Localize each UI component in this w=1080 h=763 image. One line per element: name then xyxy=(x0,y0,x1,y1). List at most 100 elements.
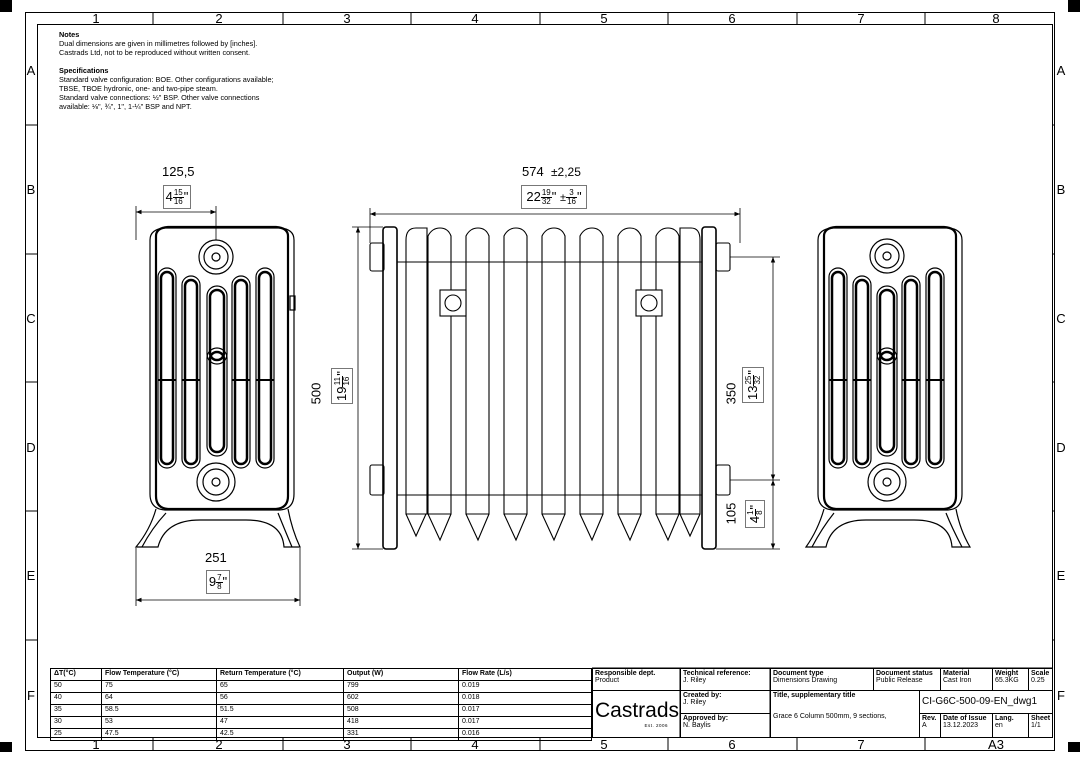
approved-by: Approved by:N. Baylis xyxy=(680,713,771,738)
table-header-row: ΔT(°C) Flow Temperature (°C) Return Temp… xyxy=(50,668,592,681)
floor-dimension-mm: 105 xyxy=(723,502,739,525)
end-view-right xyxy=(804,225,972,548)
table-cell: 75 xyxy=(101,680,217,693)
end-view-left xyxy=(134,225,301,548)
zone-row-right: D xyxy=(1056,440,1066,455)
table-cell: 65 xyxy=(216,680,344,693)
corner-mark xyxy=(0,742,12,752)
zone-row-right: F xyxy=(1057,688,1065,703)
technical-reference: Technical reference:J. Riley xyxy=(680,668,771,691)
zone-row-left: A xyxy=(26,63,36,78)
dimension-lines xyxy=(135,206,780,606)
front-view xyxy=(369,226,731,550)
table-cell: 50 xyxy=(50,680,102,693)
zone-row-left: B xyxy=(26,182,36,197)
table-cell: 35 xyxy=(50,704,102,717)
zone-col-bottom: 4 xyxy=(471,737,479,752)
notes-block: Notes Dual dimensions are given in milli… xyxy=(59,30,299,111)
table-header: Return Temperature (°C) xyxy=(216,668,344,681)
notes-title: Notes xyxy=(59,30,80,39)
table-cell: 47.5 xyxy=(101,728,217,741)
zone-row-right: B xyxy=(1056,182,1066,197)
table-cell: 51.5 xyxy=(216,704,344,717)
table-cell: 418 xyxy=(343,716,459,729)
responsible-dept: Responsible dept.Product xyxy=(592,668,681,691)
corner-mark xyxy=(1068,0,1080,12)
zone-col-top: 4 xyxy=(471,11,479,26)
notes-line: Castrads Ltd, not to be reproduced witho… xyxy=(59,48,251,57)
centres-dimension-mm: 350 xyxy=(723,382,739,405)
paper-size: A3 xyxy=(988,737,1004,752)
table-cell: 799 xyxy=(343,680,459,693)
zone-row-right: A xyxy=(1056,63,1066,78)
foot-dimension-mm: 251 xyxy=(205,550,227,565)
brand-established: Est. 2006 xyxy=(644,723,668,728)
table-cell: 602 xyxy=(343,692,459,705)
title-supplementary: Title, supplementary title Grace 6 Colum… xyxy=(770,690,920,738)
table-cell: 30 xyxy=(50,716,102,729)
language: Lang.en xyxy=(992,713,1029,738)
section-columns xyxy=(405,227,701,515)
zone-col-top: 3 xyxy=(343,11,351,26)
table-header: ΔT(°C) xyxy=(50,668,102,681)
zone-row-left: C xyxy=(26,311,36,326)
table-cell: 40 xyxy=(50,692,102,705)
spec-line: Standard valve configuration: BOE. Other… xyxy=(59,75,274,84)
table-cell: 47 xyxy=(216,716,344,729)
depth-dimension-mm: 125,5 xyxy=(162,164,195,179)
zone-row-left: D xyxy=(26,440,36,455)
table-cell: 25 xyxy=(50,728,102,741)
brand-logo: Castrads Est. 2006 xyxy=(592,690,681,738)
zone-row-right: C xyxy=(1056,311,1066,326)
zone-col-bottom: 7 xyxy=(857,737,865,752)
brand-name: Castrads xyxy=(595,699,680,722)
zone-col-top: 6 xyxy=(728,11,736,26)
table-cell: 0.019 xyxy=(458,680,592,693)
created-by: Created by:J. Riley xyxy=(680,690,771,714)
zone-col-top: 2 xyxy=(215,11,223,26)
width-dimension-mm: 574 ±2,25 xyxy=(522,164,581,179)
specifications-title: Specifications xyxy=(59,66,109,75)
heat-output-table: ΔT(°C) Flow Temperature (°C) Return Temp… xyxy=(50,668,592,741)
zone-col-bottom: 3 xyxy=(343,737,351,752)
spec-line: Standard valve connections: ½" BSP. Othe… xyxy=(59,93,260,102)
zone-col-bottom: 1 xyxy=(92,737,100,752)
corner-mark xyxy=(0,0,12,12)
zone-col-bottom: 2 xyxy=(215,737,223,752)
corner-mark xyxy=(1068,742,1080,752)
table-cell: 56 xyxy=(216,692,344,705)
revision: Rev.A xyxy=(919,713,941,738)
height-dimension-mm: 500 xyxy=(308,382,324,405)
document-number: CI-G6C-500-09-EN_dwg1 xyxy=(919,690,1053,714)
zone-col-top: 8 xyxy=(992,11,1000,26)
zone-col-bottom: 5 xyxy=(600,737,608,752)
spec-line: available: ⅛", ¾", 1", 1-¼" BSP and NPT. xyxy=(59,102,192,111)
table-cell: 331 xyxy=(343,728,459,741)
notes-line: Dual dimensions are given in millimetres… xyxy=(59,39,258,48)
zone-row-left: F xyxy=(27,688,35,703)
zone-row-left: E xyxy=(26,568,36,583)
table-cell: 0.017 xyxy=(458,704,592,717)
table-cell: 42.5 xyxy=(216,728,344,741)
zone-row-right: E xyxy=(1056,568,1066,583)
table-header: Output (W) xyxy=(343,668,459,681)
table-header: Flow Temperature (°C) xyxy=(101,668,217,681)
